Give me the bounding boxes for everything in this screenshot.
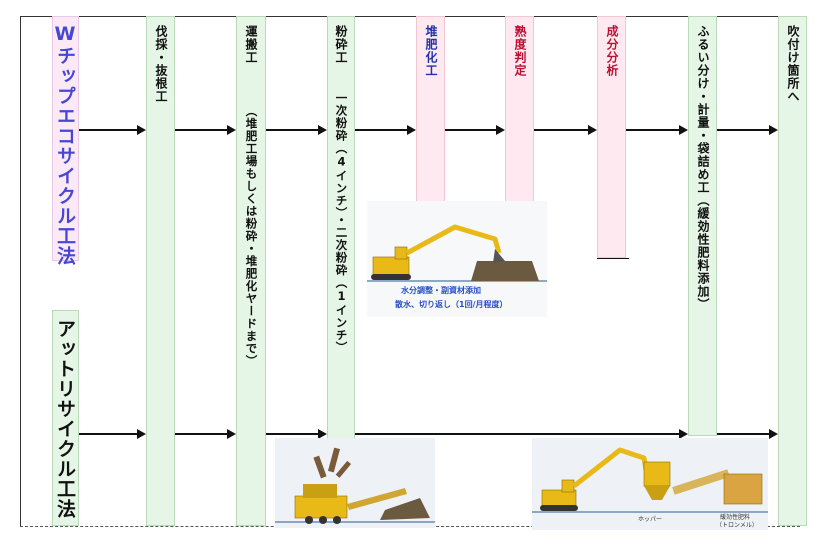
top-flow-arrowhead-2 — [227, 125, 236, 135]
top-flow-arrowhead-1 — [137, 125, 146, 135]
bottom-flow-arrowhead-4 — [679, 429, 688, 439]
top-flow-arrow-4 — [355, 129, 407, 131]
top-flow-arrowhead-5 — [496, 125, 505, 135]
crusher-photo — [275, 438, 435, 528]
top-flow-arrow-8 — [717, 129, 769, 131]
bottom-flow-arrow-4 — [355, 433, 679, 435]
unpan-note-label: （堆肥工場もしくは粉砕・堆肥化ヤードまで） — [244, 105, 259, 368]
bottom-flow-arrow-5 — [717, 433, 769, 435]
top-flow-arrow-1 — [79, 129, 137, 131]
bottom-flow-arrowhead-1 — [137, 429, 146, 439]
bottom-flow-arrow-2 — [175, 433, 227, 435]
bottom-flow-arrowhead-3 — [318, 429, 327, 439]
seibun-bracket — [597, 258, 629, 259]
screening-bagging-illustration — [532, 438, 768, 530]
bassai-step-label: 伐採・抜根工 — [154, 25, 168, 103]
trommel-label-line1: 緩効性肥料 — [720, 514, 751, 521]
jukudo-step-label: 熟度判定 — [513, 25, 527, 77]
bottom-flow-arrowhead-2 — [227, 429, 236, 439]
top-flow-arrowhead-8 — [769, 125, 778, 135]
fukitsuke-step-panel: 吹付け箇所へ — [778, 16, 807, 526]
atto-recycle-method-label: アットリサイクル工法 — [54, 319, 76, 519]
furui-step-label: ふるい分け・計量・袋詰め工（緩効性肥料添加） — [696, 25, 710, 311]
bottom-flow-arrow-1 — [79, 433, 137, 435]
top-flow-arrow-5 — [445, 129, 496, 131]
bassai-step-panel: 伐採・抜根工 — [146, 16, 175, 526]
trommel-label-line2: （トロンメル） — [716, 522, 758, 529]
funsai-note-label: 一次粉砕（4インチ）・二次粉砕（1インチ） — [334, 92, 349, 354]
screening-photo: ホッパー 緩効性肥料 （トロンメル） — [532, 438, 768, 530]
funsai-step-label: 粉砕工 — [334, 25, 348, 64]
excavator-compost-illustration — [367, 201, 547, 317]
top-flow-arrowhead-6 — [588, 125, 597, 135]
w-chip-method-panel: Wチップエコサイクル工法 — [52, 16, 79, 266]
top-flow-arrowhead-7 — [679, 125, 688, 135]
top-flow-arrow-2 — [175, 129, 227, 131]
top-flow-arrowhead-4 — [407, 125, 416, 135]
bottom-flow-arrow-3 — [266, 433, 318, 435]
bottom-flow-arrowhead-5 — [769, 429, 778, 439]
composting-photo: 水分調整・副資材添加 散水、切り返し（1回/月程度） — [367, 201, 547, 317]
seibun-step-label: 成分分析 — [605, 25, 619, 77]
crusher-illustration — [275, 438, 435, 528]
compost-caption-line1: 水分調整・副資材添加 — [401, 286, 481, 295]
fukitsuke-step-label: 吹付け箇所へ — [786, 25, 800, 103]
w-chip-method-label: Wチップエコサイクル工法 — [54, 23, 76, 266]
top-flow-arrow-3 — [266, 129, 318, 131]
taihika-step-label: 堆肥化工 — [424, 25, 438, 77]
seibun-step-panel: 成分分析 — [597, 16, 626, 258]
top-flow-arrow-7 — [626, 129, 679, 131]
hopper-label: ホッパー — [638, 516, 663, 523]
top-flow-arrowhead-3 — [318, 125, 327, 135]
compost-caption-line2: 散水、切り返し（1回/月程度） — [395, 300, 508, 309]
unpan-step-label: 運搬工 — [244, 25, 258, 64]
furui-step-panel: ふるい分け・計量・袋詰め工（緩効性肥料添加） — [688, 16, 717, 436]
unpan-step-panel: 運搬工 （堆肥工場もしくは粉砕・堆肥化ヤードまで） — [236, 16, 266, 526]
top-flow-arrow-6 — [534, 129, 588, 131]
atto-recycle-method-panel: アットリサイクル工法 — [52, 310, 79, 526]
